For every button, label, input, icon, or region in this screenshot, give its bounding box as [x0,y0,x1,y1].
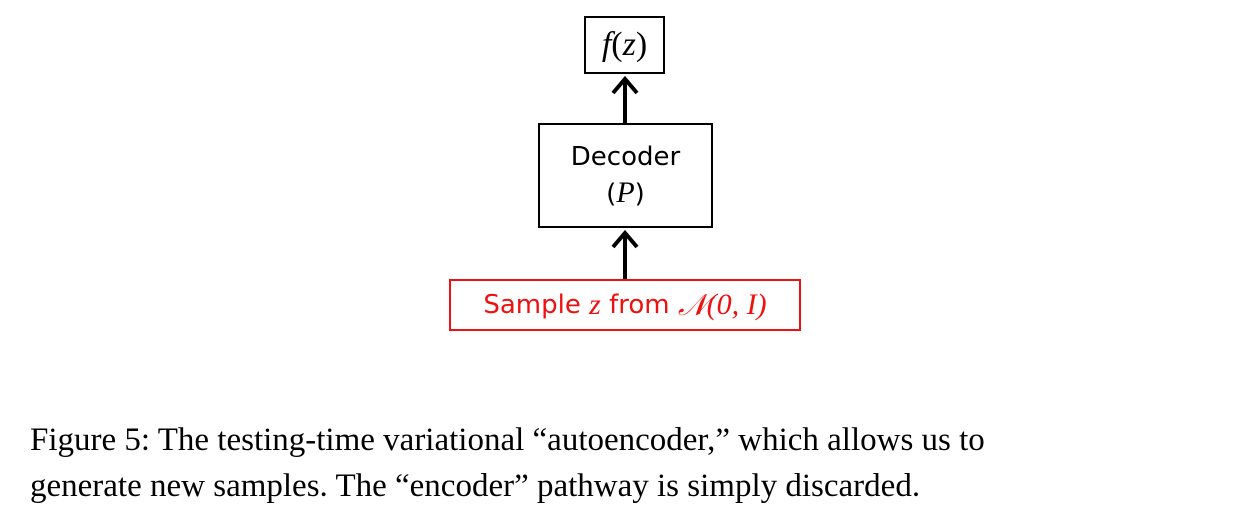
arrow-decoder-to-output [611,75,639,123]
output-func-label: f [601,26,612,63]
figure-caption: Figure 5: The testing-time variational “… [30,417,1220,509]
caption-line-2: generate new samples. The “encoder” path… [30,468,921,504]
output-open-paren: ( [611,26,623,63]
vae-test-diagram: f(z) Decoder (P) Sample z from 𝒩(0, I) [449,16,801,331]
output-close-paren: ) [635,26,648,63]
sample-arguments: (0, I) [706,288,767,321]
sample-node: Sample z from 𝒩(0, I) [449,279,801,331]
sample-prefix: Sample [483,290,581,320]
decoder-label: Decoder [570,142,681,172]
sample-from: from [609,290,670,320]
caption-line-1: Figure 5: The testing-time variational “… [30,422,985,458]
decoder-open-paren: ( [606,179,617,209]
sample-distribution: 𝒩 [677,287,707,323]
arrow-sample-to-decoder [611,229,639,279]
decoder-close-paren: ) [634,179,645,209]
output-node: f(z) [584,16,665,74]
sample-variable: z [589,288,601,321]
decoder-symbol-line: (P) [606,175,645,212]
output-arg-label: z [622,26,636,63]
decoder-symbol: P [616,176,635,209]
decoder-node: Decoder (P) [538,123,713,228]
